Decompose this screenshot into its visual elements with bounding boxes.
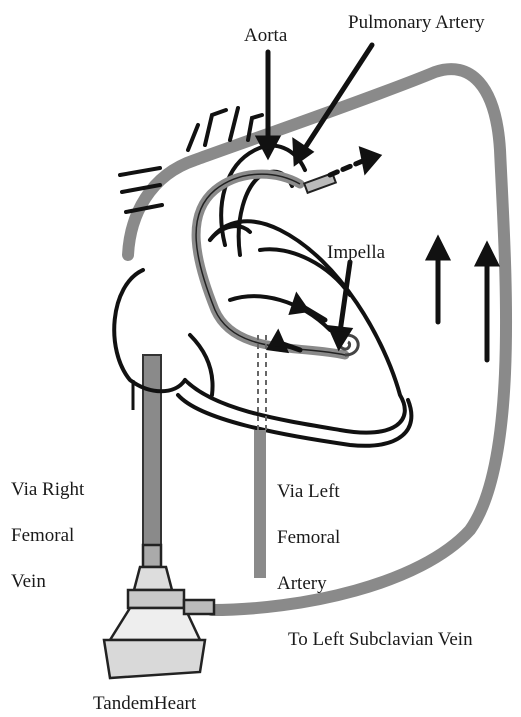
label-via-right-line-1: Via Right <box>11 478 84 501</box>
label-via-right-femoral-vein: Via Right Femoral Vein <box>11 455 84 616</box>
label-via-left-line-2: Femoral <box>277 526 340 549</box>
label-via-left-femoral-artery: Via Left Femoral Artery <box>277 457 340 618</box>
impella-catheter-path <box>196 174 345 355</box>
label-via-right-line-3: Vein <box>11 570 84 593</box>
label-pulmonary-artery: Pulmonary Artery <box>348 11 485 34</box>
label-tandemheart: TandemHeart <box>93 692 196 715</box>
label-aorta: Aorta <box>244 24 287 47</box>
label-via-left-line-3: Artery <box>277 572 340 595</box>
label-impella: Impella <box>327 241 385 264</box>
label-via-left-line-1: Via Left <box>277 480 340 503</box>
venous-cannula <box>143 355 161 545</box>
femoral-artery-line <box>254 430 266 578</box>
label-via-right-line-2: Femoral <box>11 524 84 547</box>
label-to-left-subclavian-vein: To Left Subclavian Vein <box>288 628 473 651</box>
tandemheart-pump-icon <box>104 545 214 678</box>
impella-catheter-outline <box>196 174 345 355</box>
